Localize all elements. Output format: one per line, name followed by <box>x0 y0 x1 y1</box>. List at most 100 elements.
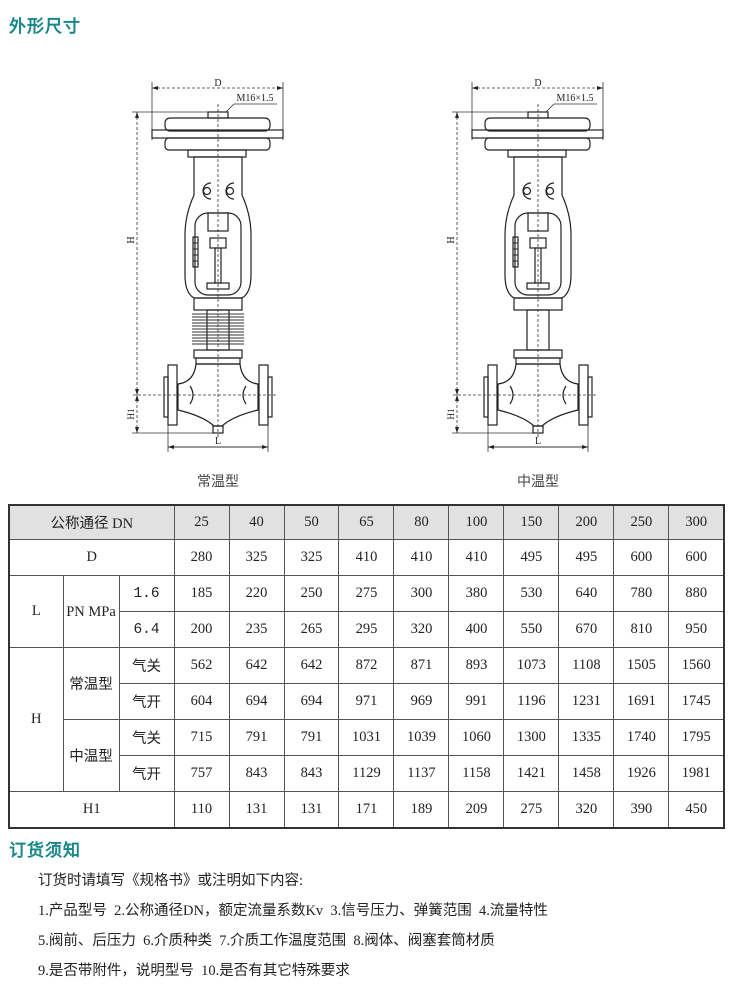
value-cell: 265 <box>283 611 340 648</box>
value-cell: 1129 <box>338 755 395 792</box>
diaphragm-upper <box>484 117 591 132</box>
value-cell: 1039 <box>393 719 450 756</box>
value-cell: 880 <box>668 575 725 612</box>
thread-label: M16×1.5 <box>236 93 273 104</box>
section-title-ordering: 订货须知 <box>9 841 81 861</box>
value-cell: 950 <box>668 611 725 648</box>
mounting-hole-icon <box>202 186 212 196</box>
value-cell: 1981 <box>668 755 725 792</box>
bracket-arc <box>202 182 212 200</box>
value-cell: 400 <box>448 611 505 648</box>
diaphragm-upper <box>164 117 271 132</box>
value-cell: 1421 <box>503 755 560 792</box>
value-cell: 1795 <box>668 719 725 756</box>
flange-right-face <box>267 376 273 418</box>
pn-value-label: 1.6 <box>118 575 175 612</box>
value-cell: 1560 <box>668 647 725 684</box>
air-close-label: 气关 <box>118 719 175 756</box>
header-dn-value: 50 <box>283 504 340 540</box>
value-cell: 410 <box>338 539 395 576</box>
value-cell: 1231 <box>558 683 615 720</box>
header-dn-value: 40 <box>228 504 285 540</box>
value-cell: 275 <box>338 575 395 612</box>
value-cell: 1060 <box>448 719 505 756</box>
value-cell: 295 <box>338 611 395 648</box>
value-cell: 600 <box>668 539 725 576</box>
value-cell: 991 <box>448 683 505 720</box>
row-label-medium-temp: 中温型 <box>62 719 120 792</box>
order-line: 1.产品型号 2.公称通径DN，额定流量系数Kv 3.信号压力、弹簧范围 4.流… <box>38 903 548 919</box>
drawing-line <box>545 103 555 113</box>
section-title-dimensions: 外形尺寸 <box>9 17 81 37</box>
value-cell: 780 <box>613 575 670 612</box>
value-cell: 642 <box>283 647 340 684</box>
row-label-pn: PN MPa <box>62 575 120 648</box>
value-cell: 1300 <box>503 719 560 756</box>
arrow-icon <box>455 112 459 433</box>
value-cell: 200 <box>173 611 230 648</box>
dimension-label-d: D <box>214 78 221 89</box>
header-dn-value: 200 <box>558 504 615 540</box>
value-cell: 410 <box>393 539 450 576</box>
air-open-label: 气开 <box>118 683 175 720</box>
row-label-h1: H1 <box>8 791 175 829</box>
actuator-neck <box>187 149 247 158</box>
value-cell: 1108 <box>558 647 615 684</box>
value-cell: 300 <box>393 575 450 612</box>
valve-body <box>497 363 579 427</box>
flange-left-face <box>483 376 489 418</box>
value-cell: 495 <box>503 539 560 576</box>
dimension-label-l: L <box>535 436 541 447</box>
row-label-h: H <box>8 647 64 792</box>
value-cell: 1745 <box>668 683 725 720</box>
value-cell: 1691 <box>613 683 670 720</box>
value-cell: 250 <box>283 575 340 612</box>
drawing-line <box>225 103 235 113</box>
order-line: 订货时请填写《规格书》或注明如下内容: <box>38 873 304 889</box>
bracket-arc <box>522 182 532 200</box>
value-cell: 189 <box>393 791 450 829</box>
drawing-caption: 中温型 <box>517 474 559 490</box>
order-line: 5.阀前、后压力 6.介质种类 7.介质工作温度范围 8.阀体、阀塞套筒材质 <box>38 933 495 949</box>
value-cell: 810 <box>613 611 670 648</box>
value-cell: 969 <box>393 683 450 720</box>
value-cell: 325 <box>283 539 340 576</box>
value-cell: 1137 <box>393 755 450 792</box>
value-cell: 872 <box>338 647 395 684</box>
row-label-normal-temp: 常温型 <box>62 647 120 720</box>
value-cell: 1458 <box>558 755 615 792</box>
header-dn-value: 250 <box>613 504 670 540</box>
value-cell: 380 <box>448 575 505 612</box>
dimension-label-d: D <box>534 78 541 89</box>
header-dn-value: 25 <box>173 504 230 540</box>
value-cell: 325 <box>228 539 285 576</box>
value-cell: 410 <box>448 539 505 576</box>
diaphragm-lower <box>484 137 591 151</box>
value-cell: 562 <box>173 647 230 684</box>
mounting-hole-icon <box>545 186 555 196</box>
value-cell: 1926 <box>613 755 670 792</box>
dimension-label-l: L <box>215 436 221 447</box>
mounting-hole-icon <box>522 186 532 196</box>
value-cell: 450 <box>668 791 725 829</box>
value-cell: 715 <box>173 719 230 756</box>
thread-label: M16×1.5 <box>556 93 593 104</box>
bracket-arc <box>225 182 235 200</box>
air-open-label: 气开 <box>118 755 175 792</box>
value-cell: 171 <box>338 791 395 829</box>
value-cell: 600 <box>613 539 670 576</box>
header-dn-value: 150 <box>503 504 560 540</box>
mounting-hole-icon <box>225 186 235 196</box>
air-close-label: 气关 <box>118 647 175 684</box>
